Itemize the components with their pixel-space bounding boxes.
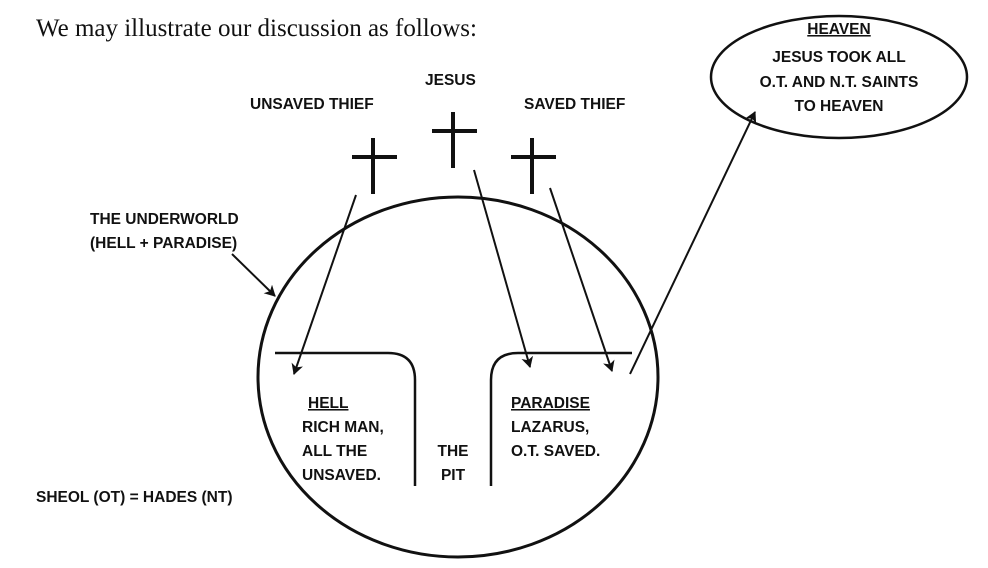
underworld-label-line-2: (HELL + PARADISE) <box>90 235 237 252</box>
saved-thief-cross <box>511 138 556 194</box>
underworld-label-line-1: THE UNDERWORLD <box>90 211 239 228</box>
paradise-wall <box>489 351 632 486</box>
paradise-line-2: O.T. SAVED. <box>511 443 600 460</box>
pit-line-1: THE <box>438 443 469 460</box>
jesus-to-paradise-arrow <box>473 169 534 368</box>
saved-thief-to-paradise-arrow <box>549 187 615 372</box>
underworld-pointer-arrow <box>231 253 276 297</box>
heaven-line-1: JESUS TOOK ALL <box>772 49 906 66</box>
underworld-circle <box>256 195 660 559</box>
pit-line-2: PIT <box>441 467 466 484</box>
intro-text: We may illustrate our discussion as foll… <box>36 15 477 42</box>
sheol-hades-label: SHEOL (OT) = HADES (NT) <box>36 489 232 506</box>
hell-line-2: ALL THE <box>302 443 367 460</box>
unsaved-thief-label: UNSAVED THIEF <box>250 96 374 113</box>
saved-thief-label: SAVED THIEF <box>524 96 625 113</box>
hell-line-1: RICH MAN, <box>302 419 384 436</box>
hell-wall <box>275 351 417 486</box>
unsaved-thief-to-hell-arrow <box>291 194 357 375</box>
heaven-title: HEAVEN <box>807 21 870 38</box>
heaven-ellipse <box>709 14 969 140</box>
paradise-line-1: LAZARUS, <box>511 419 589 436</box>
heaven-line-2: O.T. AND N.T. SAINTS <box>760 74 919 91</box>
hell-line-3: UNSAVED. <box>302 467 381 484</box>
jesus-cross <box>432 112 477 168</box>
hell-title: HELL <box>308 395 348 412</box>
heaven-line-3: TO HEAVEN <box>795 98 884 115</box>
unsaved-thief-cross <box>352 138 397 194</box>
paradise-title: PARADISE <box>511 395 590 412</box>
jesus-label: JESUS <box>425 72 476 89</box>
paradise-to-heaven-arrow <box>629 111 757 375</box>
